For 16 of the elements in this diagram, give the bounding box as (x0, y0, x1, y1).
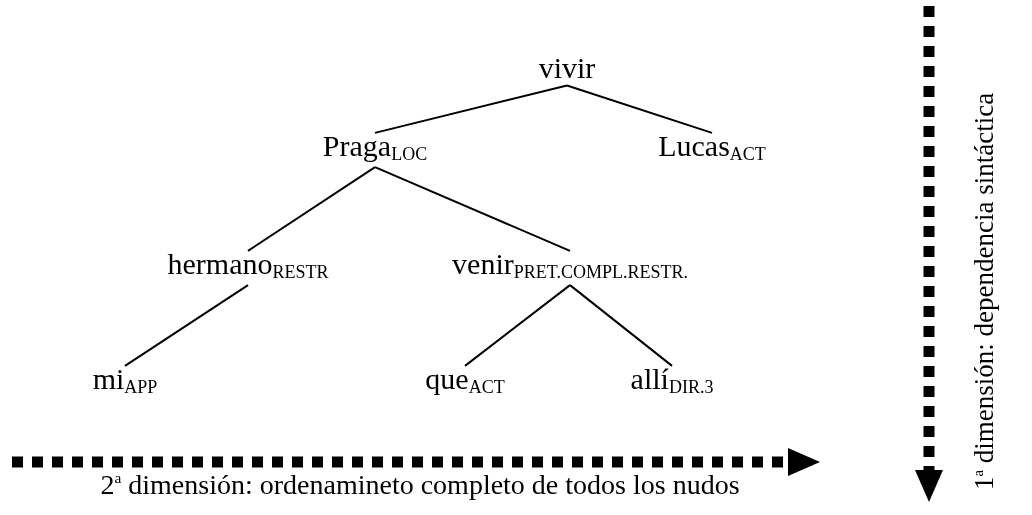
tree-node-word: hermano$_{RESTR}$ (165, 246, 331, 284)
tree-branch-line (374, 166, 571, 252)
tree-node-word: allí$_{DIR.3}$ (628, 361, 716, 399)
tree-node-word: venir$_{PRET.COMPL.RESTR.}$ (450, 246, 690, 284)
tree-node-word: mi$_{APP}$ (90, 361, 160, 399)
tree-node-word: que$_{ACT}$ (423, 361, 507, 399)
tree-branch-line (464, 284, 571, 367)
tree-branch-line (247, 166, 376, 252)
tree-node-word: Praga$_{LOC}$ (320, 128, 430, 166)
tree-branch-line (124, 284, 249, 367)
tree-node-word: vivir (536, 50, 598, 84)
tree-branch-line (569, 284, 673, 367)
axis-caption: 2$^{a}$ dimensión: ordenamineto completo de todos los nudos (99, 470, 741, 501)
tree-branch-line (566, 84, 713, 134)
tree-branch-line (374, 84, 568, 134)
tree-node-word: Lucas$_{ACT}$ (656, 128, 768, 166)
